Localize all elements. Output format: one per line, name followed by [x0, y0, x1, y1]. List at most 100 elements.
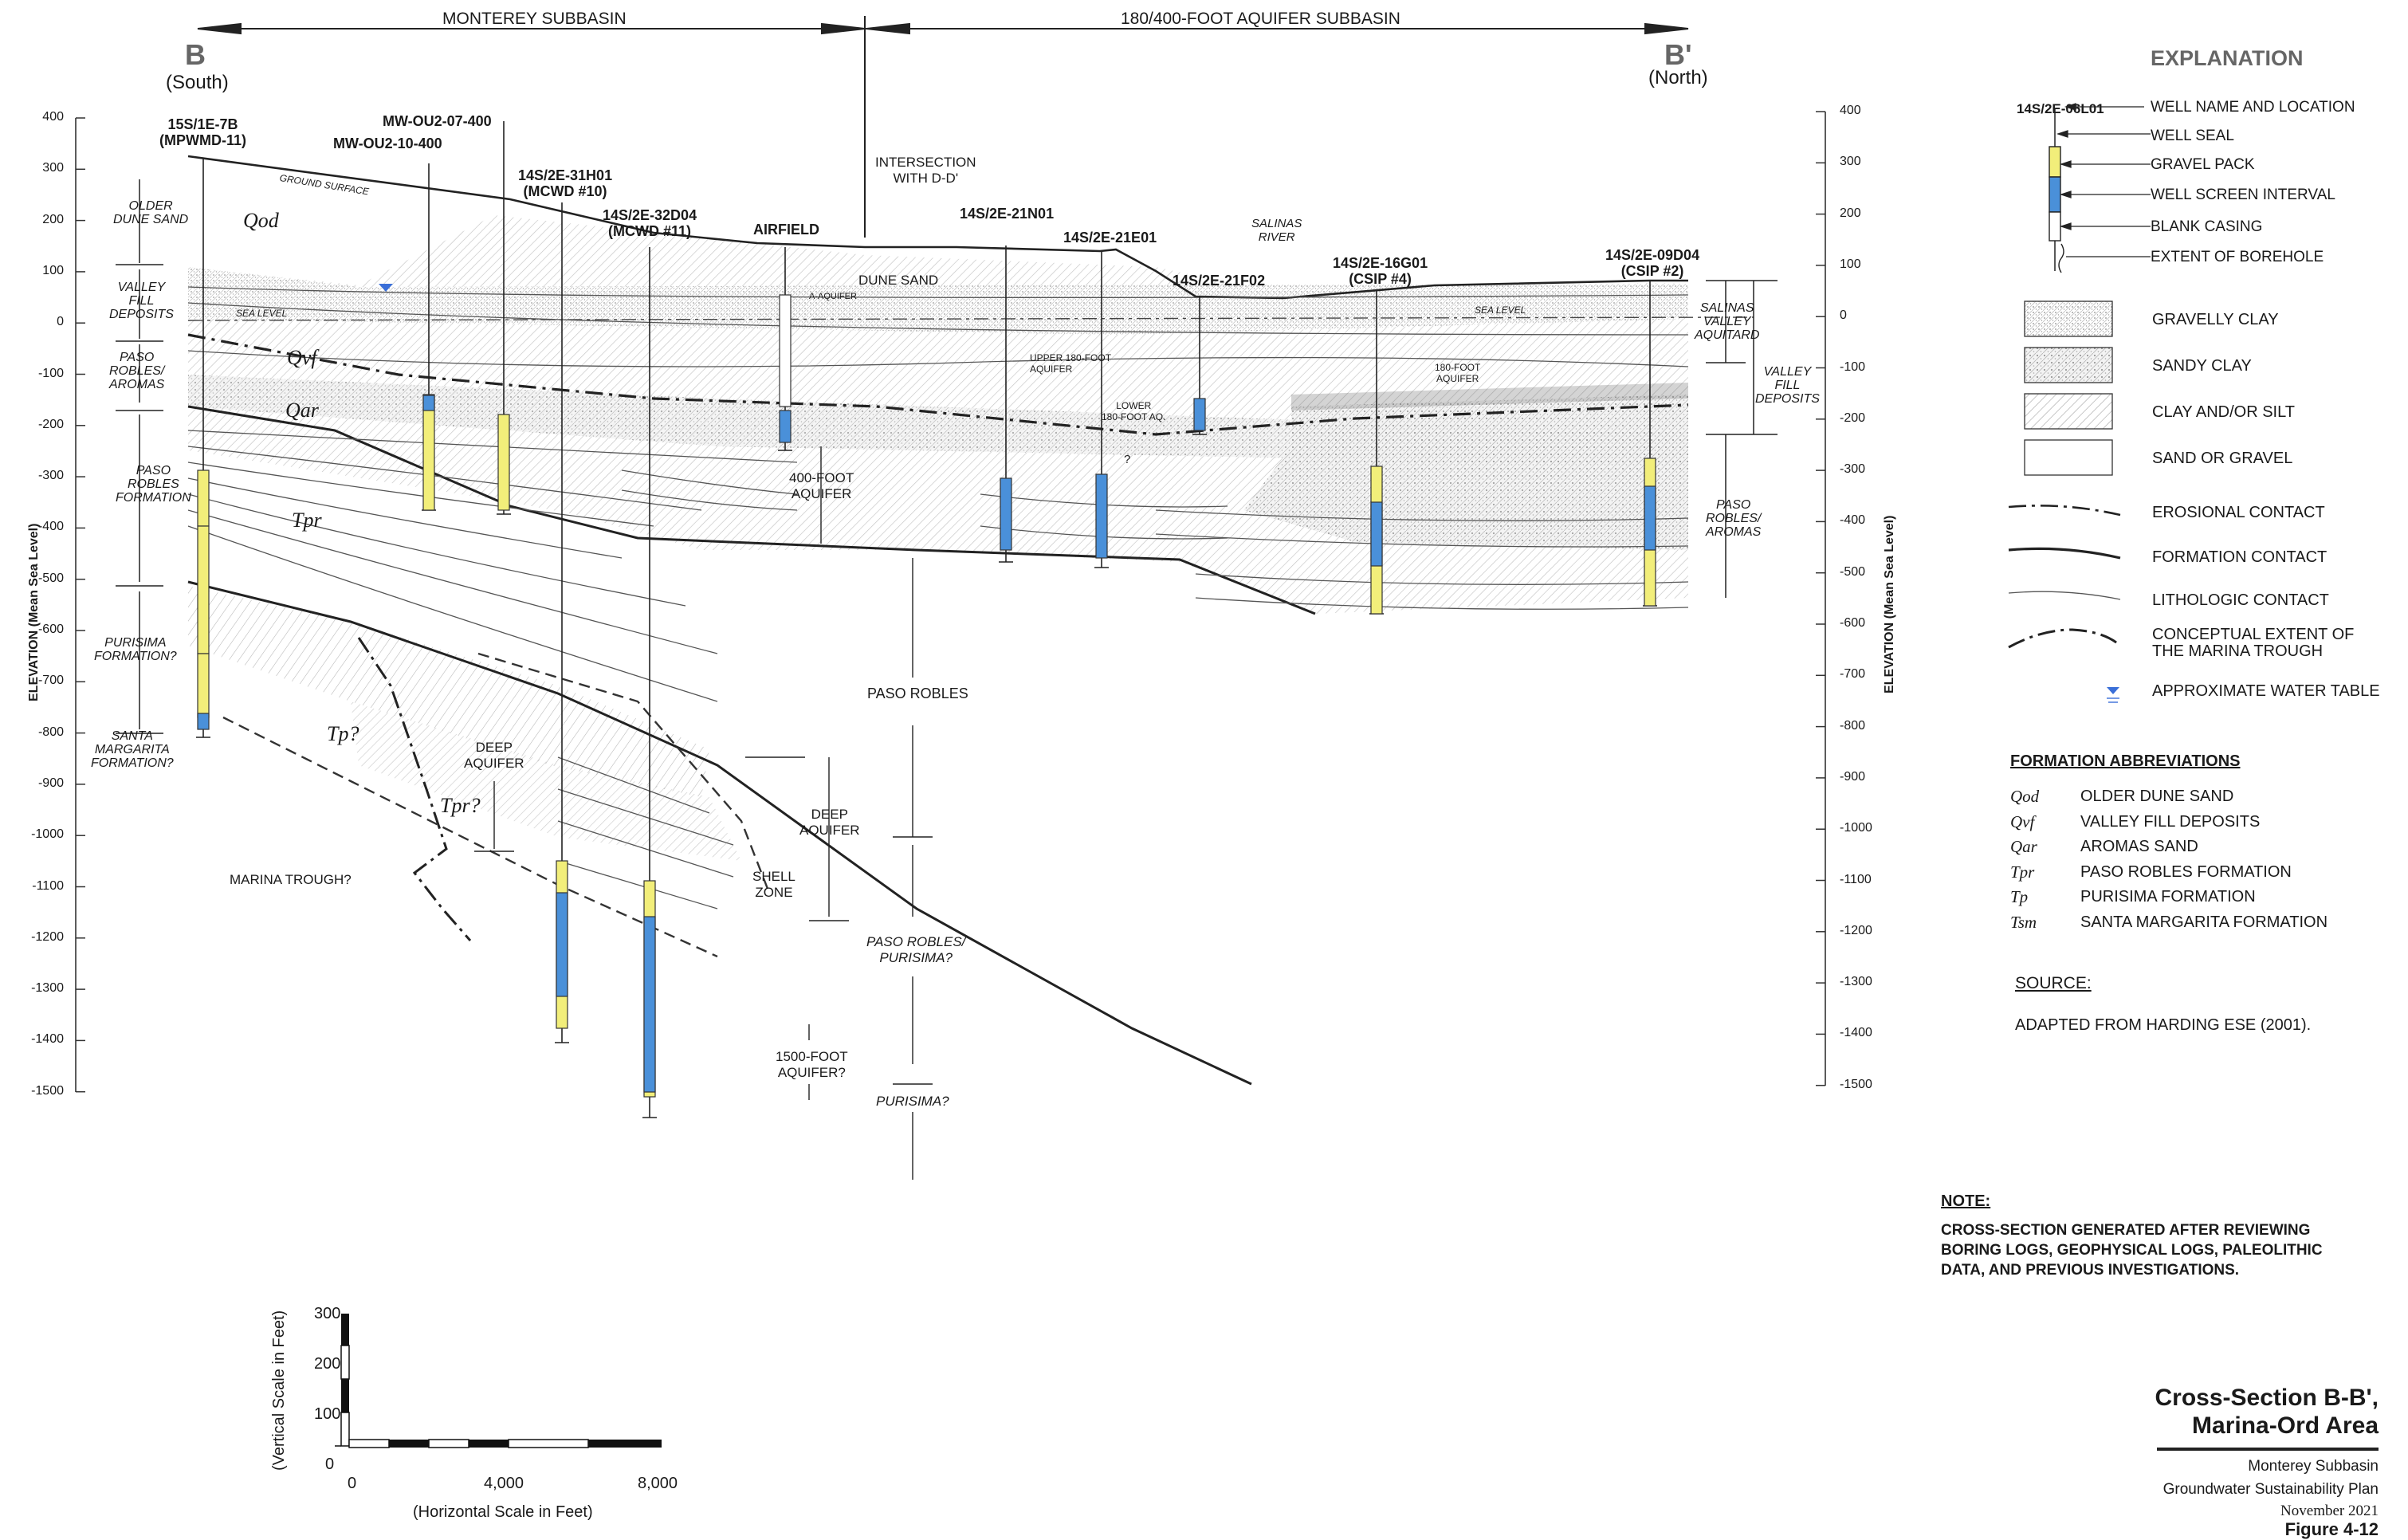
sample-well-name: 14S/2E-06L01: [2017, 101, 2104, 116]
well-screen-interval: [1193, 398, 1206, 431]
legend-gravelly-clay: GRAVELLY CLAY: [2152, 311, 2279, 328]
left-axis-tick-label: 100: [42, 263, 64, 277]
well-label: 14S/2E-21E01: [1063, 230, 1157, 246]
erosional-contact: [187, 333, 1689, 436]
water-table-marker: [379, 284, 393, 292]
abbreviation-code: Qvf: [2010, 811, 2035, 831]
sea-level-left-label: SEA LEVEL: [236, 308, 288, 319]
figure-title-line1: Cross-Section B-B',: [2155, 1385, 2379, 1411]
abbreviation-code: Qod: [2010, 787, 2040, 806]
label-tp-q: Tp?: [327, 722, 359, 745]
well-label: 15S/1E-7B(MPWMD-11): [159, 116, 246, 148]
right-axis-tick-label: 100: [1840, 257, 1861, 271]
left-axis-tick-label: -600: [37, 623, 64, 636]
paso-robles-label: PASO ROBLES: [867, 686, 968, 701]
left-axis-tick-label: -800: [37, 725, 64, 739]
subbasin-dimension-lines: [197, 16, 1689, 238]
label-qar: Qar: [285, 399, 319, 422]
left-axis-tick-label: 300: [42, 161, 64, 175]
left-axis-tick-label: -1100: [32, 878, 64, 893]
well-screen-interval: [556, 892, 568, 997]
abbreviation-code: Tpr: [2010, 862, 2035, 882]
title-subbasin: Monterey Subbasin: [2248, 1458, 2379, 1475]
label-qvf: Qvf: [287, 346, 317, 369]
figure-title-line2: Marina-Ord Area: [2192, 1412, 2379, 1439]
well-label: 14S/2E-31H01(MCWD #10): [518, 167, 613, 199]
legend-sandy-clay: SANDY CLAY: [2152, 357, 2252, 375]
right-axis-tick-label: -500: [1840, 564, 1866, 579]
left-axis-tick-label: -500: [37, 571, 64, 585]
well-gravel-pack: [197, 525, 210, 654]
well-label: MW-OU2-07-400: [383, 113, 492, 129]
abbreviation-code: Tp: [2010, 887, 2029, 906]
legend-well-name: WELL NAME AND LOCATION: [2151, 99, 2355, 116]
legend-clay-silt: CLAY AND/OR SILT: [2152, 403, 2295, 421]
well-label: AIRFIELD: [753, 222, 819, 238]
section-end-b-prime-direction: (North): [1648, 67, 1708, 88]
right-subbasin-label: 180/400-FOOT AQUIFER SUBBASIN: [1121, 10, 1400, 28]
left-axis-tick-label: -400: [37, 520, 64, 534]
v-scale-tick-200: 200: [314, 1355, 341, 1373]
left-axis-tick-label: -1500: [31, 1083, 64, 1098]
abbreviation-name: VALLEY FILL DEPOSITS: [2080, 812, 2261, 831]
well-gravel-pack: [197, 653, 210, 718]
left-axis-tick-label: 0: [57, 315, 64, 329]
right-axis-tick-label: 0: [1840, 308, 1847, 323]
well-gravel-pack: [497, 414, 510, 511]
right-axis-tick-label: -300: [1840, 462, 1866, 477]
left-axis-tick-label: -1300: [31, 981, 64, 996]
legend-sand-gravel: SAND OR GRAVEL: [2152, 450, 2293, 467]
central-arrows: [474, 446, 933, 1180]
legend-water-table: APPROXIMATE WATER TABLE: [2152, 682, 2380, 700]
right-axis-tick-label: -1100: [1840, 872, 1872, 886]
scale-bar: [335, 1314, 662, 1448]
left-unit-arrows: [116, 179, 163, 734]
legend-blank-casing: BLANK CASING: [2151, 218, 2263, 235]
abbreviations-title: FORMATION ABBREVIATIONS: [2010, 752, 2241, 770]
left-axis-tick-label: 200: [42, 212, 64, 226]
section-end-b-prime: B': [1664, 38, 1692, 71]
right-axis-tick-label: -1500: [1840, 1077, 1872, 1091]
well-label: MW-OU2-10-400: [333, 136, 442, 151]
left-axis-tick-label: -200: [37, 417, 64, 431]
right-axis-tick-label: -400: [1840, 513, 1866, 528]
note-title: NOTE:: [1941, 1192, 1991, 1210]
well-screen-interval: [643, 916, 656, 1093]
right-axis-tick-label: -600: [1840, 616, 1866, 630]
sea-level-right-label: SEA LEVEL: [1475, 304, 1526, 316]
right-axis-tick-label: -1200: [1840, 923, 1872, 937]
abbreviation-name: AROMAS SAND: [2080, 838, 2198, 855]
legend-screen-interval: WELL SCREEN INTERVAL: [2151, 187, 2335, 203]
section-end-b: B: [185, 38, 206, 71]
left-axis-tick-label: -700: [37, 674, 64, 688]
abbreviation-name: SANTA MARGARITA FORMATION: [2080, 913, 2328, 931]
label-tpr-q: Tpr?: [440, 794, 481, 817]
wells: [196, 121, 1657, 1118]
h-scale-tick-4000: 4,000: [484, 1475, 524, 1492]
geologic-section: [187, 155, 1754, 1086]
explanation-title: EXPLANATION: [2151, 46, 2304, 70]
formation-contact-2: [187, 580, 1252, 1086]
left-axis-tick-label: -1200: [31, 929, 64, 944]
abbreviation-name: PASO ROBLES FORMATION: [2080, 862, 2292, 881]
right-axis-label: ELEVATION (Mean Sea Level): [1883, 515, 1896, 693]
left-axis-tick-label: -300: [37, 469, 64, 483]
h-scale-label: (Horizontal Scale in Feet): [413, 1503, 593, 1521]
marina-trough-label: MARINA TROUGH?: [230, 872, 352, 887]
source-title: SOURCE:: [2015, 974, 2092, 992]
v-scale-label: (Vertical Scale in Feet): [270, 1310, 288, 1471]
title-date: November 2021: [2280, 1503, 2379, 1519]
well-gravel-pack: [197, 469, 210, 527]
